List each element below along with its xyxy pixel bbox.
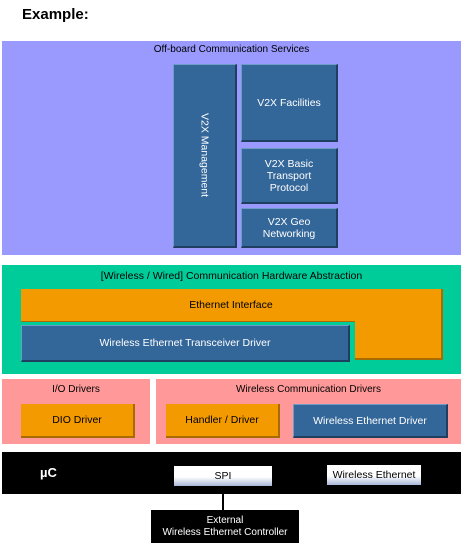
off-board-services-label: Off-board Communication Services — [153, 44, 310, 55]
wireless-ethernet-peripheral: Wireless Ethernet — [327, 465, 421, 485]
v2x-facilities-module: V2X Facilities — [241, 64, 338, 142]
spi-peripheral: SPI — [174, 466, 272, 486]
v2x-transport-module: V2X Basic Transport Protocol — [241, 148, 338, 204]
wireless-drivers-label: Wireless Communication Drivers — [235, 384, 382, 395]
v2x-management-module: V2X Management — [173, 64, 237, 248]
external-controller-box: External Wireless Ethernet Controller — [151, 510, 299, 543]
v2x-geo-line-2: Networking — [262, 227, 316, 240]
handler-driver-module: Handler / Driver — [166, 404, 280, 438]
io-drivers-label: I/O Drivers — [52, 384, 100, 395]
transceiver-driver-module: Wireless Ethernet Transceiver Driver — [21, 325, 350, 362]
v2x-transport-label: V2X Basic Transport Protocol — [265, 158, 313, 194]
external-controller-label: External Wireless Ethernet Controller — [162, 515, 287, 539]
v2x-transport-line-1: V2X Basic — [264, 157, 314, 170]
page-title: Example: — [22, 6, 89, 23]
dio-driver-module: DIO Driver — [21, 404, 135, 438]
wireless-ethernet-driver-module: Wireless Ethernet Driver — [293, 404, 448, 438]
v2x-geo-label: V2X Geo Networking — [263, 216, 316, 240]
microcontroller-label: µC — [40, 465, 57, 480]
v2x-transport-line-2: Transport — [266, 169, 312, 182]
external-controller-line-2: Wireless Ethernet Controller — [162, 526, 288, 538]
v2x-geo-line-1: V2X Geo — [267, 215, 311, 228]
external-controller-line-1: External — [206, 514, 244, 526]
spi-connector-line — [222, 486, 224, 510]
v2x-management-label: V2X Management — [198, 113, 211, 198]
ethernet-interface-module: Ethernet Interface — [21, 289, 443, 322]
v2x-geo-networking-module: V2X Geo Networking — [241, 208, 338, 248]
hardware-abstraction-label: [Wireless / Wired] Communication Hardwar… — [100, 270, 363, 282]
v2x-transport-line-3: Protocol — [269, 181, 309, 194]
ethernet-interface-extension — [355, 321, 443, 360]
